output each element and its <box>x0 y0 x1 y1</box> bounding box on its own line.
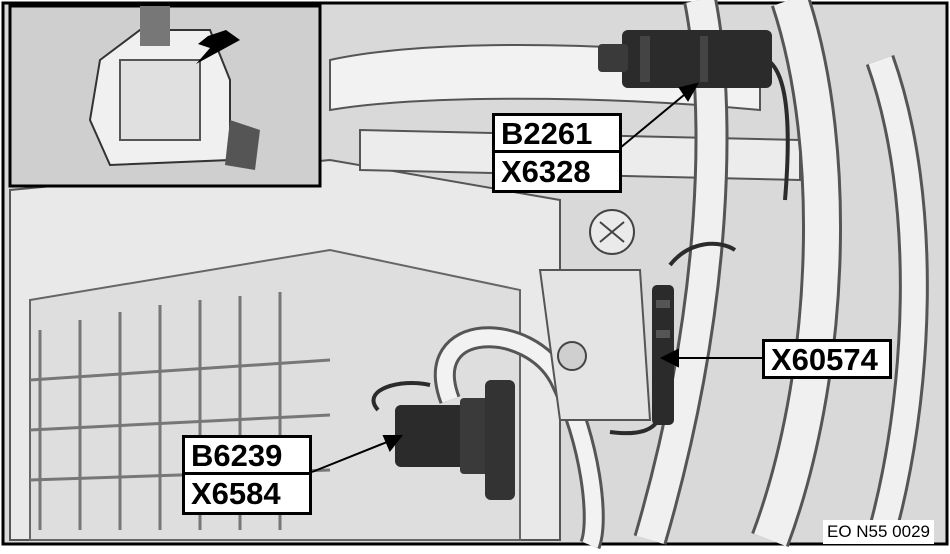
sensor-b2261 <box>598 30 772 88</box>
label-b2261: B2261 <box>492 113 622 153</box>
figure-code: EO N55 0029 <box>822 520 934 544</box>
inset-engine-overview <box>8 4 322 188</box>
label-x60574: X60574 <box>762 339 892 379</box>
label-b6239: B6239 <box>182 435 312 475</box>
connector-x60574 <box>652 285 674 425</box>
leader-lines <box>311 82 762 473</box>
label-x6584: X6584 <box>182 475 312 515</box>
inset-pointer-arrow <box>196 30 240 64</box>
sensor-b6239 <box>395 380 515 500</box>
label-x6328: X6328 <box>492 153 622 193</box>
